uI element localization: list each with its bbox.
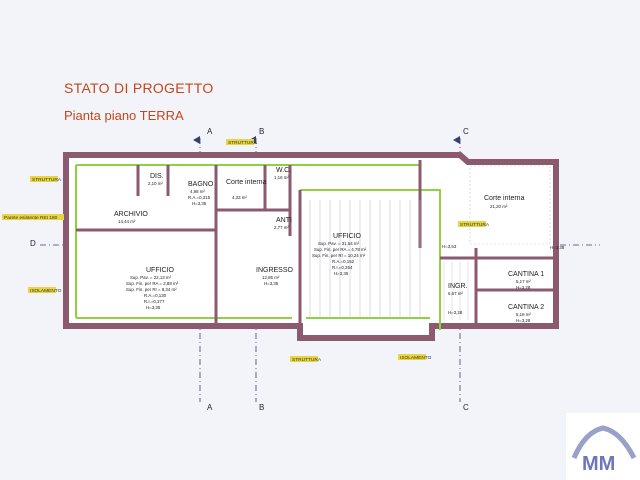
callouts: STRUTTURA Parete esistente REI 180 ISOLA…	[2, 139, 490, 363]
room-ufficio-left-name: UFFICIO	[146, 267, 175, 274]
callout-struttura-top: STRUTTURA	[228, 140, 258, 146]
height-label: H=3,28	[448, 310, 463, 315]
section-d-left: D	[30, 239, 36, 248]
room-cantina1-name: CANTINA 1	[508, 271, 544, 278]
room-ufficio-left-line: R.I.=0,377	[144, 299, 165, 304]
room-ufficio-left-line: Sup. Fin. per RI = 8,34 m²	[126, 287, 177, 292]
section-a-top: A	[207, 127, 213, 136]
callout-isolamento-left: ISOLAMENTO	[30, 288, 62, 294]
room-cantina1-area: 5,17 m²	[516, 279, 531, 284]
room-ingresso-h: H=3,35	[264, 281, 279, 286]
section-c-bottom: C	[463, 403, 469, 412]
room-archivio-area: 14,44 m²	[118, 219, 136, 224]
room-ufficio-center-line: Sup. Pav. = 31,54 m²	[318, 241, 360, 246]
room-ufficio-left-line: Sup. Fin. per RA = 2,88 m²	[126, 281, 179, 286]
room-dis-area: 2,10 m²	[148, 181, 163, 186]
callout-isolamento-bottom: ISOLAMENTO	[400, 355, 432, 361]
room-ufficio-center-line: H=3,35	[334, 271, 349, 276]
room-wc-name: W.C.	[276, 167, 291, 174]
room-labels: DIS. 2,10 m² BAGNO 4,98 m² R.A.=0,315 H=…	[114, 167, 565, 323]
room-ufficio-left-line: H=3,35	[146, 305, 161, 310]
room-bagno-ra: R.A.=0,315	[188, 195, 211, 200]
room-ufficio-center-line: Sup. Fin. per RA = 4,78 m²	[314, 247, 367, 252]
room-ingr-name: INGR.	[448, 283, 468, 290]
section-c-top: C	[463, 127, 469, 136]
callout-struttura-left: STRUTTURA	[32, 177, 62, 183]
title-pianta-piano: Pianta piano TERRA	[64, 108, 184, 123]
room-bagno-area: 4,98 m²	[190, 189, 205, 194]
title-stato-progetto: STATO DI PROGETTO	[64, 80, 214, 96]
room-ufficio-center-line: Sup. Fin. per RI = 10,24 m²	[312, 253, 366, 258]
room-anti-area: 2,77 m²	[274, 225, 289, 230]
room-cantina2-area: 5,18 m²	[516, 312, 531, 317]
room-cantina1-h: H=3,28	[516, 285, 531, 290]
room-wc-area: 1,16 m²	[274, 175, 289, 180]
svg-text:MM: MM	[582, 453, 615, 475]
height-label: H=3,53	[442, 244, 457, 249]
room-ufficio-left-line: Sup. Pav. = 22,13 m²	[130, 275, 172, 280]
room-ufficio-left-line: R.A.=0,130	[144, 293, 167, 298]
room-ingresso-area: 12,85 m²	[262, 275, 280, 280]
room-cantina2-name: CANTINA 2	[508, 304, 544, 311]
callout-struttura-bottom: STRUTTURA	[292, 357, 322, 363]
room-ufficio-center-line: R.I.=0,264	[332, 265, 353, 270]
callout-parete: Parete esistente REI 180	[4, 215, 58, 221]
room-dis-name: DIS.	[150, 173, 164, 180]
logo-icon: MM	[566, 413, 640, 480]
room-bagno-h: H=3,35	[192, 201, 207, 206]
room-ingr-area: 6,67 m²	[448, 291, 463, 296]
section-b-top: B	[259, 127, 264, 136]
room-ingresso-name: INGRESSO	[256, 267, 294, 274]
room-anti-name: ANTI	[276, 217, 292, 224]
section-a-bottom: A	[207, 403, 213, 412]
room-corte-large-area: 21,20 m²	[490, 204, 508, 209]
section-b-bottom: B	[259, 403, 264, 412]
callout-struttura-right: STRUTTURA	[460, 222, 490, 228]
room-corte-large-name: Corte interna	[484, 195, 525, 202]
height-label: H=3,38	[550, 245, 565, 250]
section-markers: A B C A B C D	[30, 127, 469, 412]
room-ufficio-center-line: R.A.=0,152	[332, 259, 355, 264]
room-ufficio-center-name: UFFICIO	[333, 233, 362, 240]
room-corte-small-area: 4,33 m²	[232, 195, 247, 200]
walls	[63, 152, 559, 341]
room-archivio-name: ARCHIVIO	[114, 211, 148, 218]
room-cantina2-h: H=3,28	[516, 318, 531, 323]
room-bagno-name: BAGNO	[188, 181, 214, 188]
room-corte-small-name: Corte interna	[226, 179, 267, 186]
